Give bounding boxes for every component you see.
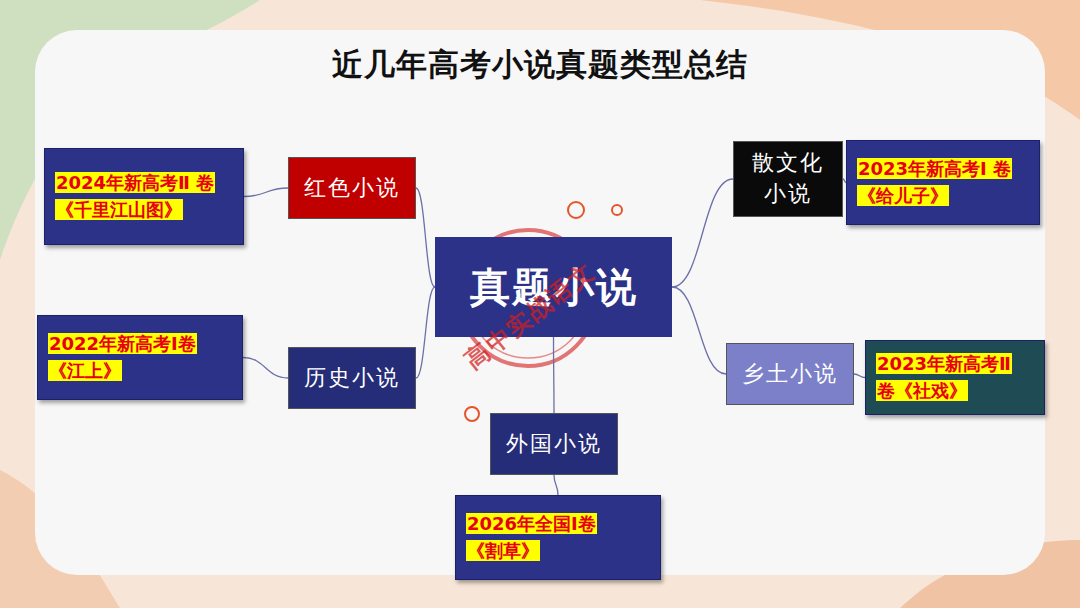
node-text: 历史小说 <box>304 363 400 394</box>
category-box: 红色小说 <box>288 157 416 219</box>
node-text: 2024年新高考Ⅱ 卷《千里江山图》 <box>55 170 233 222</box>
node-text: 2023年新高考Ⅱ 卷《社戏》 <box>876 351 1034 403</box>
highlight: 2023年新高考Ⅱ 卷《社戏》 <box>876 353 1012 400</box>
highlight: 2026年全国Ⅰ卷 《割草》 <box>466 513 597 560</box>
example-box: 2024年新高考Ⅱ 卷《千里江山图》 <box>44 148 244 245</box>
node-text: 外国小说 <box>506 429 602 460</box>
node-text: 2022年新高考Ⅰ卷 《江上》 <box>48 331 232 383</box>
connector <box>553 337 555 413</box>
category-box: 外国小说 <box>490 413 618 475</box>
panel <box>35 30 1045 575</box>
example-box: 2023年新高考Ⅰ 卷《给儿子》 <box>846 140 1040 225</box>
connector <box>554 475 558 495</box>
node-text: 散文化 小说 <box>744 148 832 210</box>
node-text: 2026年全国Ⅰ卷 《割草》 <box>466 511 650 563</box>
example-box: 2022年新高考Ⅰ卷 《江上》 <box>37 315 243 400</box>
deco-circle <box>465 407 479 421</box>
category-box: 乡土小说 <box>726 343 854 405</box>
connector <box>244 188 288 197</box>
connector <box>854 374 865 378</box>
node-text: 乡土小说 <box>742 359 838 390</box>
deco-circle <box>612 205 622 215</box>
node-text: 2023年新高考Ⅰ 卷《给儿子》 <box>857 156 1029 208</box>
category-box: 历史小说 <box>288 347 416 409</box>
deco-circle <box>568 202 584 218</box>
category-box: 散文化 小说 <box>733 141 843 217</box>
connector <box>416 287 435 378</box>
connector <box>243 358 288 379</box>
connector <box>672 179 733 287</box>
node-text: 红色小说 <box>304 173 400 204</box>
connector <box>672 287 726 374</box>
highlight: 2022年新高考Ⅰ卷 《江上》 <box>48 333 197 380</box>
diagram-title: 近几年高考小说真题类型总结 <box>0 44 1080 86</box>
example-box: 2026年全国Ⅰ卷 《割草》 <box>455 495 661 580</box>
highlight: 2023年新高考Ⅰ 卷《给儿子》 <box>857 158 1012 205</box>
connector <box>416 188 435 287</box>
highlight: 2024年新高考Ⅱ 卷《千里江山图》 <box>55 172 215 219</box>
example-box: 2023年新高考Ⅱ 卷《社戏》 <box>865 340 1045 415</box>
